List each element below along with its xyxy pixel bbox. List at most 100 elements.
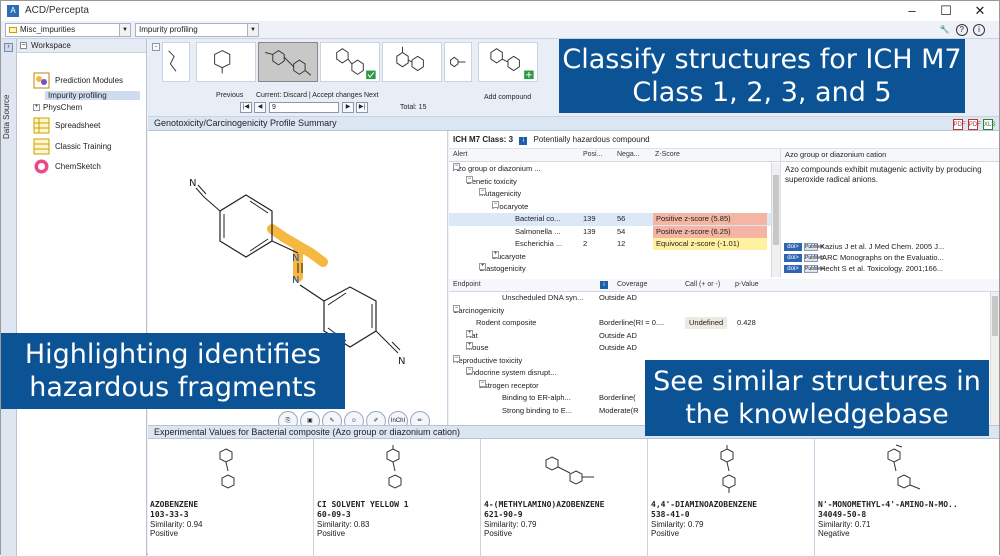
excel-export-icon[interactable]: XLS	[983, 119, 995, 130]
compound-thumbnail[interactable]	[444, 42, 472, 82]
col-pvalue[interactable]: p-Value	[735, 281, 759, 288]
endpoint-row[interactable]: Strong binding to E...Moderate(R	[449, 405, 989, 418]
expand-icon[interactable]: +	[479, 263, 486, 270]
record-index-input[interactable]: 9	[269, 102, 339, 113]
reference-text[interactable]: Hecht S et al. Toxicology. 2001;166...	[820, 264, 944, 273]
endpoint-row[interactable]: −Carcinogenicity	[449, 304, 989, 318]
alert-row[interactable]: +Clastogenicity	[449, 263, 771, 275]
compound-thumbnail[interactable]	[382, 42, 442, 82]
current-label[interactable]: Current: Discard | Accept changes	[256, 92, 363, 99]
col-zscore[interactable]: Z-Score	[655, 151, 680, 158]
workspace-item-classic-training[interactable]: Classic Training	[55, 142, 112, 151]
minimize-icon[interactable]: –	[908, 3, 916, 18]
alert-row[interactable]: +Eucaryote	[449, 250, 771, 264]
compound-thumbnail-selected[interactable]	[258, 42, 318, 82]
endpoint-row[interactable]: Unscheduled DNA syn...Outside AD	[449, 292, 989, 305]
workspace-item-chemsketch[interactable]: ChemSketch	[55, 162, 101, 171]
col-endpoint[interactable]: Endpoint	[453, 281, 481, 288]
collapse-icon[interactable]: −	[479, 188, 486, 195]
alert-row[interactable]: −Azo group or diazonium ...	[449, 163, 771, 176]
info-icon[interactable]: i	[600, 281, 608, 289]
col-negative[interactable]: Nega...	[617, 151, 640, 158]
info-icon[interactable]: i	[973, 24, 985, 36]
alert-row[interactable]: −Genetic toxicity	[449, 175, 771, 189]
next-record-button[interactable]: ▶	[342, 102, 354, 113]
expand-icon[interactable]: +	[466, 329, 473, 337]
expand-icon[interactable]: +	[33, 104, 40, 112]
col-positive[interactable]: Posi...	[583, 151, 603, 158]
endpoint-row[interactable]: Binding to ER-alph...Borderline(	[449, 392, 989, 405]
database-select[interactable]: Misc_impurities ▼	[5, 23, 131, 37]
alert-row[interactable]: −Mutagenicity	[449, 188, 771, 201]
similar-structure-card[interactable]: N'-MONOMETHYL-4'-AMINO-N-MO.. 34049-50-8…	[816, 439, 982, 556]
pdf-export-icon[interactable]: PDF	[952, 119, 966, 130]
endpoint-row[interactable]: −Reproductive toxicity	[449, 354, 989, 368]
module-select[interactable]: Impurity profiling ▼	[135, 23, 259, 37]
alerts-scrollbar[interactable]	[771, 163, 780, 277]
endpoint-row[interactable]: −Endocrine system disrupt...	[449, 367, 989, 380]
collapse-icon[interactable]: −	[479, 379, 486, 387]
workspace-item-impurity-profiling[interactable]: Impurity profiling	[45, 91, 140, 100]
similar-structure-card[interactable]: 4-(METHYLAMINO)AZOBENZENE 621-90-9 Simil…	[482, 439, 648, 556]
close-icon[interactable]: ✕	[974, 3, 986, 18]
collapse-icon[interactable]: −	[453, 163, 460, 170]
last-record-button[interactable]: ▶|	[356, 102, 368, 113]
expand-icon[interactable]: +	[492, 250, 499, 258]
chevron-down-icon[interactable]: ▼	[247, 24, 258, 36]
wrench-icon[interactable]: 🔧	[939, 25, 950, 34]
data-source-strip[interactable]: › Data Source	[1, 39, 17, 556]
similar-structure-card[interactable]: CI SOLVENT YELLOW 1 60-09-3 Similarity: …	[315, 439, 481, 556]
data-source-label[interactable]: Data Source	[2, 94, 11, 139]
reference-row[interactable]: doi>PubMedIARC Monographs on the Evaluat…	[784, 253, 944, 263]
col-call[interactable]: Call (+ or -)	[685, 281, 721, 288]
doi-icon[interactable]: doi>	[784, 254, 802, 263]
col-coverage[interactable]: Coverage	[617, 281, 648, 288]
previous-record-button[interactable]: ◀	[254, 102, 266, 113]
reference-text[interactable]: IARC Monographs on the Evaluatio...	[820, 253, 944, 262]
collapse-icon[interactable]: −	[453, 354, 460, 362]
collapse-icon[interactable]: −	[466, 367, 473, 374]
maximize-icon[interactable]: ☐	[940, 3, 952, 18]
expand-arrow-icon[interactable]: ›	[4, 43, 13, 52]
compound-thumbnail[interactable]	[320, 42, 380, 82]
collapse-navigator-icon[interactable]: −	[152, 43, 160, 51]
scrollbar-thumb[interactable]	[992, 296, 998, 336]
similar-structure-card[interactable]: AZOBENZENE 103-33-3 Similarity: 0.94 Pos…	[148, 439, 314, 556]
pdf-export-icon[interactable]: PDF	[967, 119, 981, 130]
reference-row[interactable]: doi>PubMedHecht S et al. Toxicology. 200…	[784, 264, 943, 274]
reference-text[interactable]: Kazius J et al. J Med Chem. 2005 J...	[820, 242, 945, 251]
reference-row[interactable]: doi>PubMedKazius J et al. J Med Chem. 20…	[784, 242, 944, 252]
help-icon[interactable]: ?	[955, 24, 968, 36]
workspace-header[interactable]: − Workspace	[17, 39, 146, 53]
col-alert[interactable]: Alert	[453, 151, 468, 158]
endpoint-scrollbar[interactable]	[990, 292, 999, 427]
compound-thumbnail[interactable]	[478, 42, 538, 82]
add-compound-label[interactable]: Add compound	[484, 94, 532, 101]
info-icon[interactable]: i	[519, 137, 528, 145]
similar-structure-card[interactable]: 4,4'-DIAMINOAZOBENZENE 538-41-0 Similari…	[649, 439, 815, 556]
compound-thumbnail[interactable]	[196, 42, 256, 82]
workspace-item-physchem[interactable]: +PhysChem	[33, 103, 82, 112]
pubmed-icon[interactable]: PubMed	[804, 254, 824, 263]
expand-icon[interactable]: +	[466, 342, 473, 349]
collapse-icon[interactable]: −	[492, 200, 499, 208]
pubmed-icon[interactable]: PubMed	[804, 243, 824, 252]
pubmed-icon[interactable]: PubMed	[804, 265, 824, 274]
doi-icon[interactable]: doi>	[784, 243, 802, 252]
workspace-item-prediction-modules[interactable]: Prediction Modules	[55, 76, 124, 85]
endpoint-row[interactable]: −Estrogen receptor	[449, 379, 989, 393]
chevron-down-icon[interactable]: ▼	[119, 24, 130, 36]
workspace-item-spreadsheet[interactable]: Spreadsheet	[55, 121, 101, 130]
endpoint-row[interactable]: +RatOutside AD	[449, 329, 989, 343]
collapse-icon[interactable]: −	[466, 175, 473, 183]
scrollbar-thumb[interactable]	[773, 175, 779, 245]
first-record-button[interactable]: |◀	[240, 102, 252, 113]
collapse-icon[interactable]: −	[453, 304, 460, 312]
alert-row[interactable]: −Procaryote	[449, 200, 771, 214]
doi-icon[interactable]: doi>	[784, 265, 802, 274]
